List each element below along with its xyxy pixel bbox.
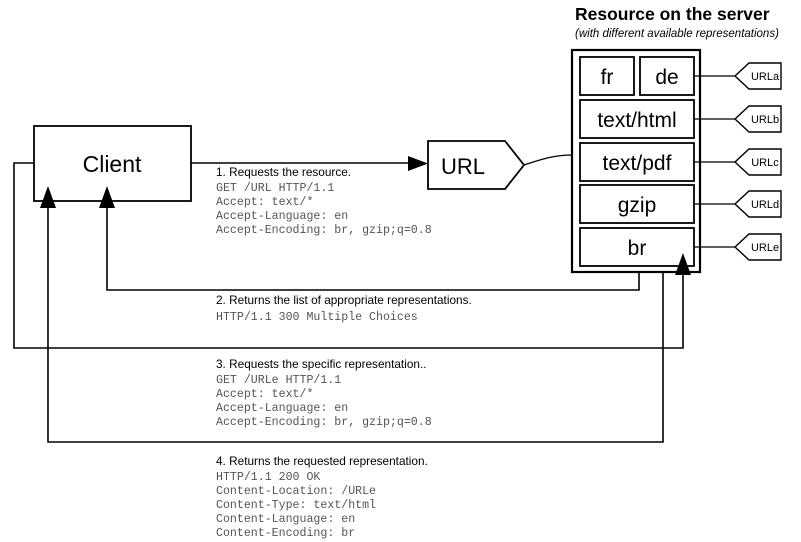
flow-line-request-3: [13, 162, 684, 349]
step-1-line-2: Accept-Language: en: [216, 210, 348, 223]
arrowhead-request-3: [675, 253, 691, 275]
arrowhead-to-url: [408, 156, 428, 171]
representation-label-text-html: text/html: [597, 109, 676, 132]
step-4-line-0: HTTP/1.1 200 OK: [216, 471, 320, 484]
url-tag-urlb[interactable]: [733, 105, 782, 133]
url-tag-label-urlb: URLb: [751, 114, 779, 126]
step-3-line-1: Accept: text/*: [216, 388, 313, 401]
flow-line-response-4: [47, 208, 664, 443]
representation-label-br: br: [628, 237, 647, 260]
url-tag-label-urle: URLe: [751, 242, 779, 254]
step-1-line-1: Accept: text/*: [216, 196, 313, 209]
representation-box-de[interactable]: [639, 56, 695, 96]
server-subtitle: (with different available representation…: [575, 28, 779, 40]
step-3-line-3: Accept-Encoding: br, gzip;q=0.8: [216, 416, 432, 429]
step-4-line-4: Content-Encoding: br: [216, 527, 355, 540]
step-2-block: 2. Returns the list of appropriate repre…: [216, 293, 472, 324]
step-4-line-2: Content-Type: text/html: [216, 499, 376, 512]
step-4-line-3: Content-Language: en: [216, 513, 355, 526]
step-3-line-0: GET /URLe HTTP/1.1: [216, 374, 341, 387]
step-4-block: 4. Returns the requested representation.…: [216, 454, 428, 540]
representation-box-text-pdf[interactable]: [579, 142, 695, 182]
representation-box-fr[interactable]: [579, 56, 635, 96]
step-4-title: 4. Returns the requested representation.: [216, 454, 428, 468]
url-tag-urla[interactable]: [733, 62, 782, 90]
step-4-line-1: Content-Location: /URLe: [216, 485, 376, 498]
step-3-block: 3. Requests the specific representation.…: [216, 357, 432, 429]
step-2-line-0: HTTP/1.1 300 Multiple Choices: [216, 311, 418, 324]
url-tag-label-urld: URLd: [751, 199, 779, 211]
step-3-line-2: Accept-Language: en: [216, 402, 348, 415]
representation-label-de: de: [655, 66, 678, 89]
arrowhead-response-2: [99, 186, 115, 208]
step-1-line-3: Accept-Encoding: br, gzip;q=0.8: [216, 224, 432, 237]
url-tag-urld[interactable]: [733, 190, 782, 218]
step-3-title: 3. Requests the specific representation.…: [216, 357, 427, 371]
client-label: Client: [83, 151, 142, 177]
url-tag-urlc[interactable]: [733, 148, 782, 176]
representation-label-fr: fr: [601, 66, 614, 89]
flow-line-response-2: [106, 208, 640, 291]
step-1-title: 1. Requests the resource.: [216, 165, 351, 179]
url-tag-label-urla: URLa: [751, 71, 780, 83]
url-node-label: URL: [441, 154, 485, 179]
arrowhead-response-4: [40, 186, 56, 208]
representation-label-gzip: gzip: [618, 194, 657, 217]
flow-curve-url-to-resource: [523, 154, 573, 166]
step-1-line-0: GET /URL HTTP/1.1: [216, 182, 334, 195]
url-node[interactable]: [427, 140, 526, 190]
url-tag-label-urlc: URLc: [751, 157, 779, 169]
step-2-title: 2. Returns the list of appropriate repre…: [216, 293, 472, 307]
representation-box-gzip[interactable]: [579, 184, 695, 224]
representation-box-br[interactable]: [579, 227, 695, 267]
representation-label-text-pdf: text/pdf: [603, 152, 672, 175]
step-1-block: 1. Requests the resource. GET /URL HTTP/…: [216, 165, 432, 237]
server-title: Resource on the server: [575, 4, 770, 24]
url-tag-urle[interactable]: [733, 233, 782, 261]
